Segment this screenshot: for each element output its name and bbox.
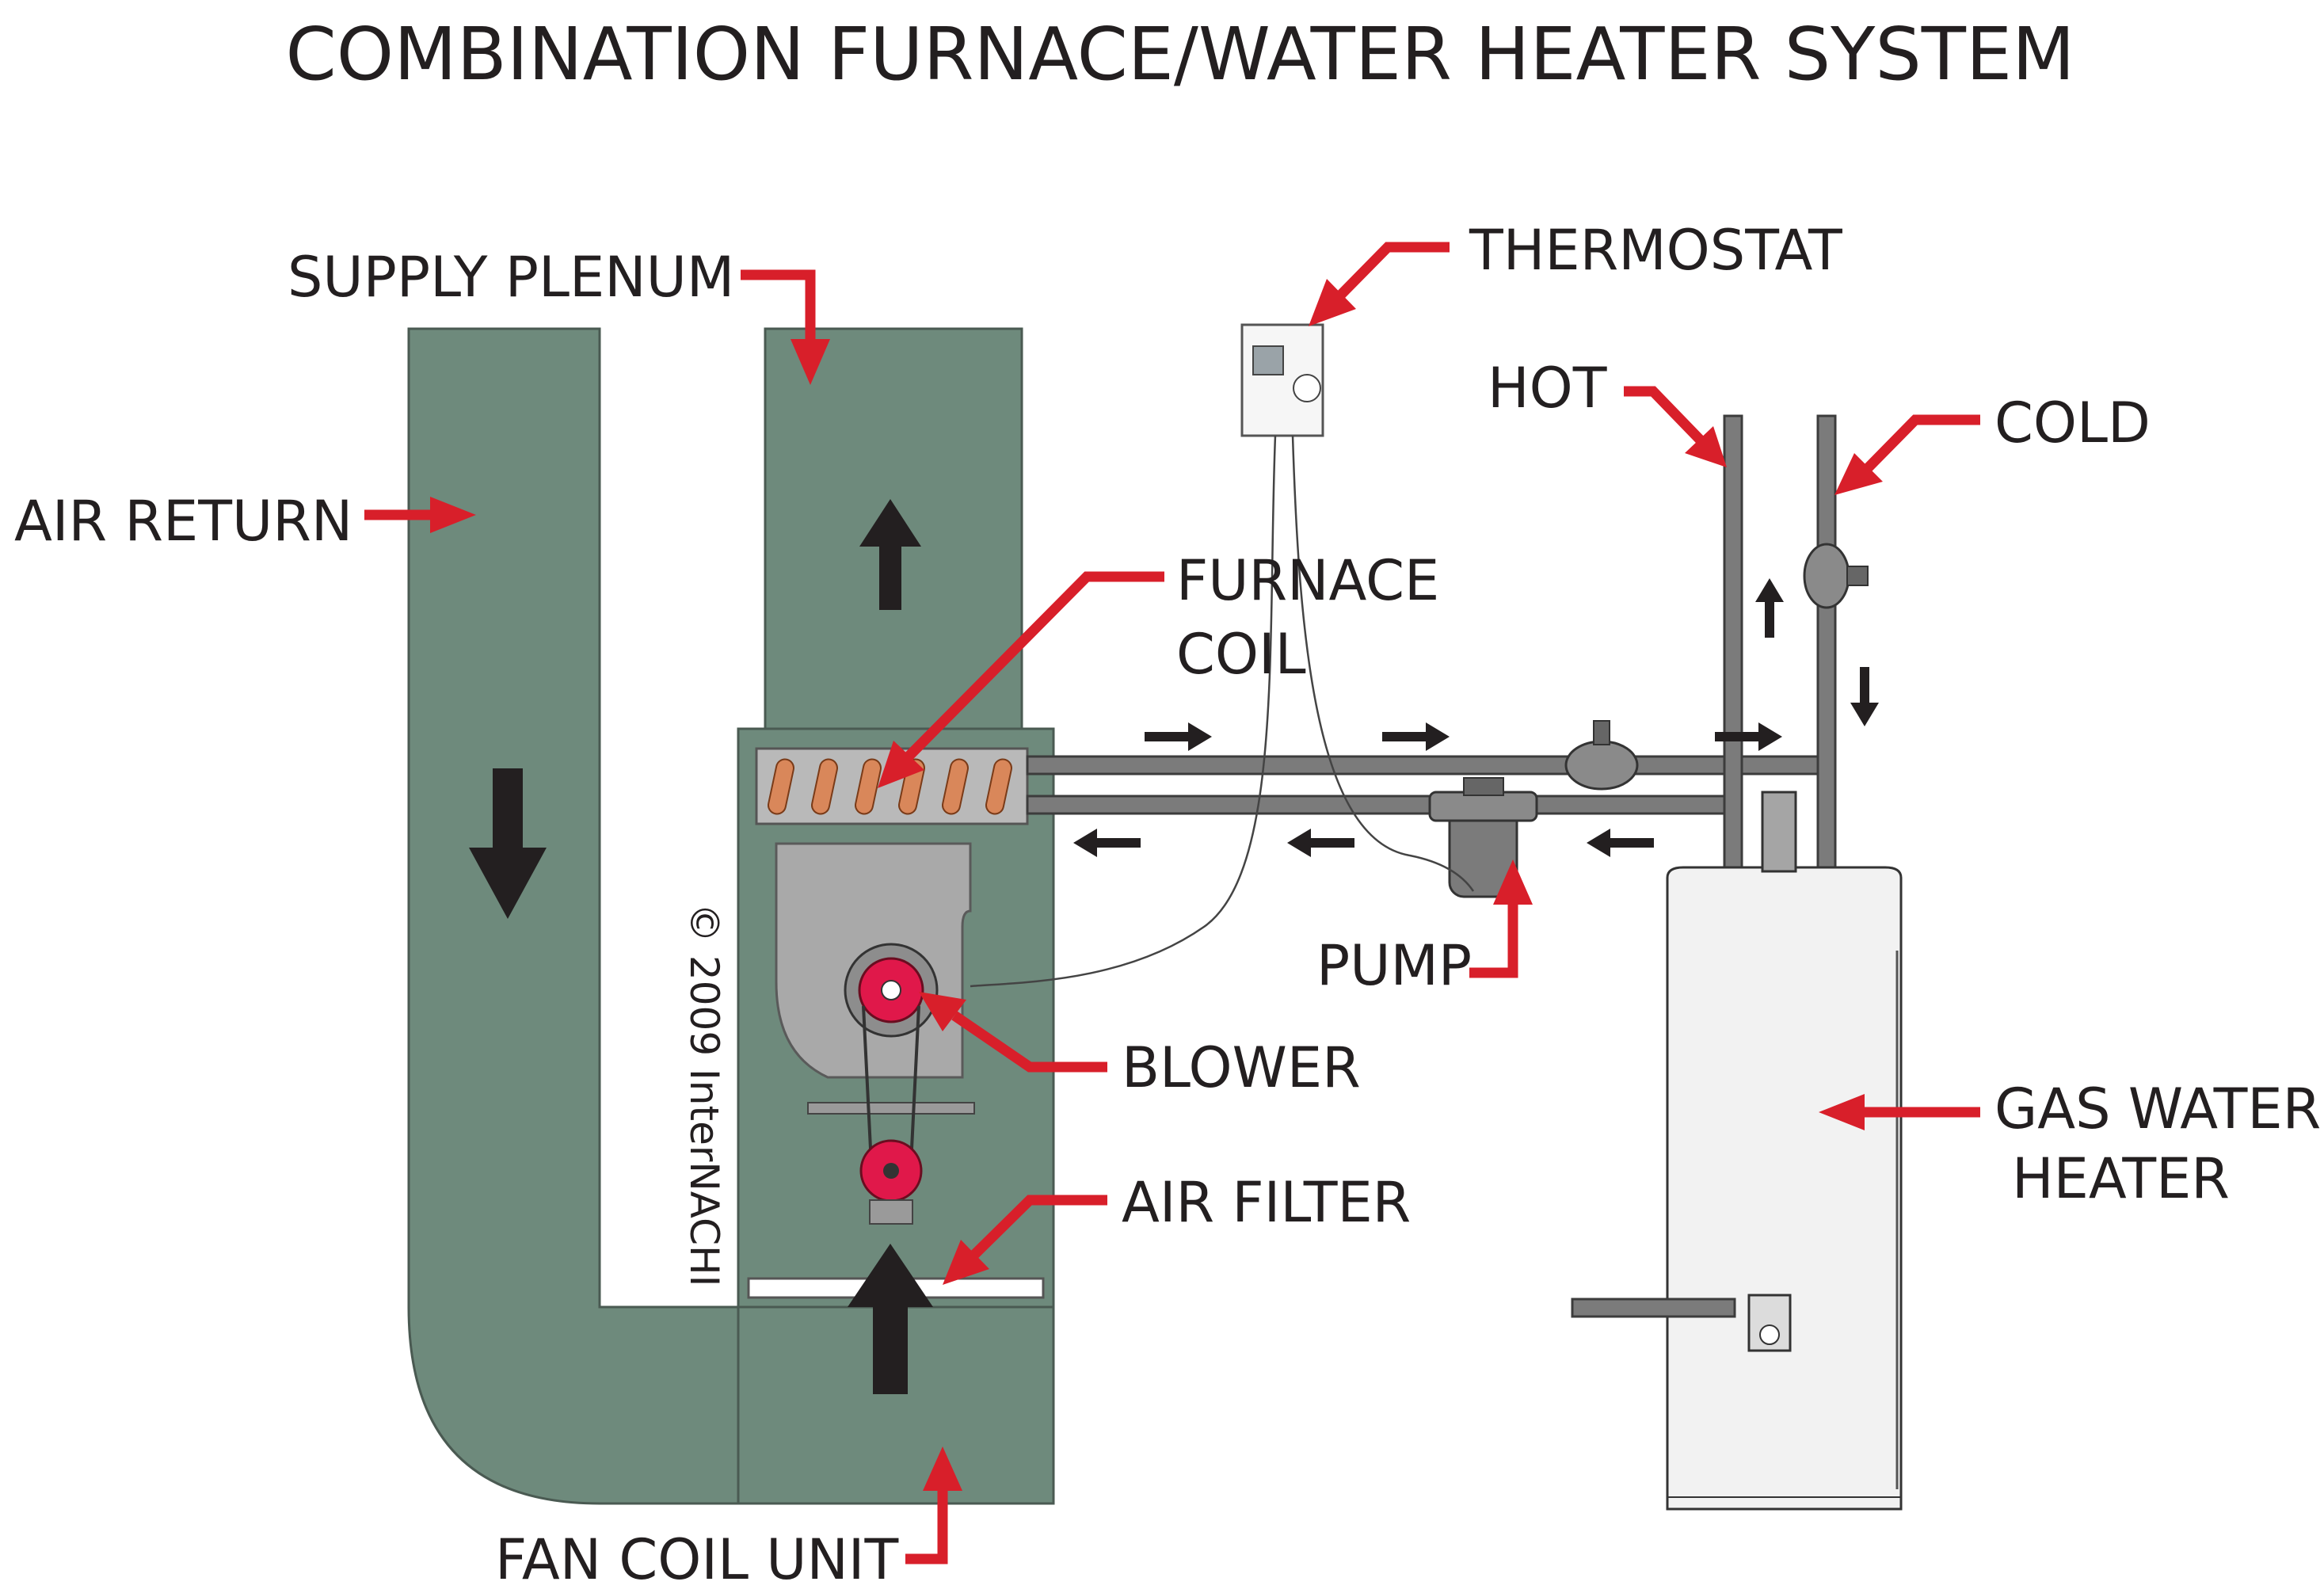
water-flow-arrows <box>1073 578 1879 857</box>
leader-cold <box>1834 414 1980 495</box>
motor-hub <box>883 1163 899 1179</box>
flow-valve <box>1564 740 1639 791</box>
leader-air-filter <box>943 1195 1107 1285</box>
thermostat-wire-pump <box>1291 435 1475 892</box>
supply-flow-arrow <box>859 499 921 610</box>
label-fan-coil-unit: FAN COIL UNIT <box>495 1527 898 1592</box>
label-furnace-coil-2: COIL <box>1176 622 1306 687</box>
copyright-notice: © 2009 InterNACHI <box>681 903 727 1286</box>
pump-flange <box>1428 791 1538 822</box>
label-furnace-coil-1: FURNACE <box>1176 548 1439 613</box>
furnace-coil-tubes <box>768 758 1012 815</box>
cold-shutoff-valve <box>1803 543 1850 609</box>
filter-flow-arrow <box>848 1244 933 1394</box>
return-pipe <box>1026 795 1734 815</box>
air-return-flow-arrow <box>469 768 547 919</box>
leader-hot <box>1624 386 1727 467</box>
hot-riser-pipe <box>1723 414 1743 871</box>
thermostat-wire-blower <box>970 435 1277 988</box>
label-thermostat: THERMOSTAT <box>1469 218 1842 283</box>
blower-hub <box>881 980 901 1000</box>
gas-water-heater <box>1571 791 1903 1511</box>
label-gas-water-heater-2: HEATER <box>2012 1146 2230 1211</box>
leader-air-return <box>364 497 476 533</box>
label-air-filter: AIR FILTER <box>1122 1170 1411 1235</box>
thermostat-dial <box>1293 374 1321 402</box>
leader-supply-plenum <box>741 269 830 385</box>
diagram-title: COMBINATION FURNACE/WATER HEATER SYSTEM <box>286 12 2075 97</box>
leader-furnace-coil <box>878 571 1164 788</box>
label-cold: COLD <box>1994 391 2151 455</box>
thermostat-display <box>1252 345 1284 375</box>
leader-thermostat <box>1309 242 1450 326</box>
leader-gas-water-heater <box>1819 1094 1980 1130</box>
hot-water-supply-pipe <box>1026 755 1837 776</box>
leader-fan-coil-unit <box>905 1446 962 1564</box>
air-return-duct <box>407 327 742 1505</box>
valve-stem <box>1593 720 1610 745</box>
gas-supply-pipe <box>1571 1298 1736 1318</box>
leader-pump <box>1469 859 1533 978</box>
label-blower: BLOWER <box>1122 1035 1361 1100</box>
pump-motor <box>1463 777 1504 796</box>
label-supply-plenum: SUPPLY PLENUM <box>288 245 734 310</box>
leader-blower <box>919 992 1107 1073</box>
label-hot: HOT <box>1488 356 1607 421</box>
label-pump: PUMP <box>1316 933 1472 998</box>
motor-mount-plate <box>807 1102 975 1115</box>
motor-base <box>869 1199 913 1225</box>
cold-inlet-pipe <box>1816 414 1837 871</box>
drive-belt <box>862 1005 873 1165</box>
cold-valve-handle <box>1846 566 1869 586</box>
label-air-return: AIR RETURN <box>14 489 352 554</box>
drive-belt-2 <box>909 1005 920 1165</box>
heater-flue <box>1761 791 1797 873</box>
label-gas-water-heater-1: GAS WATER <box>1994 1077 2321 1141</box>
